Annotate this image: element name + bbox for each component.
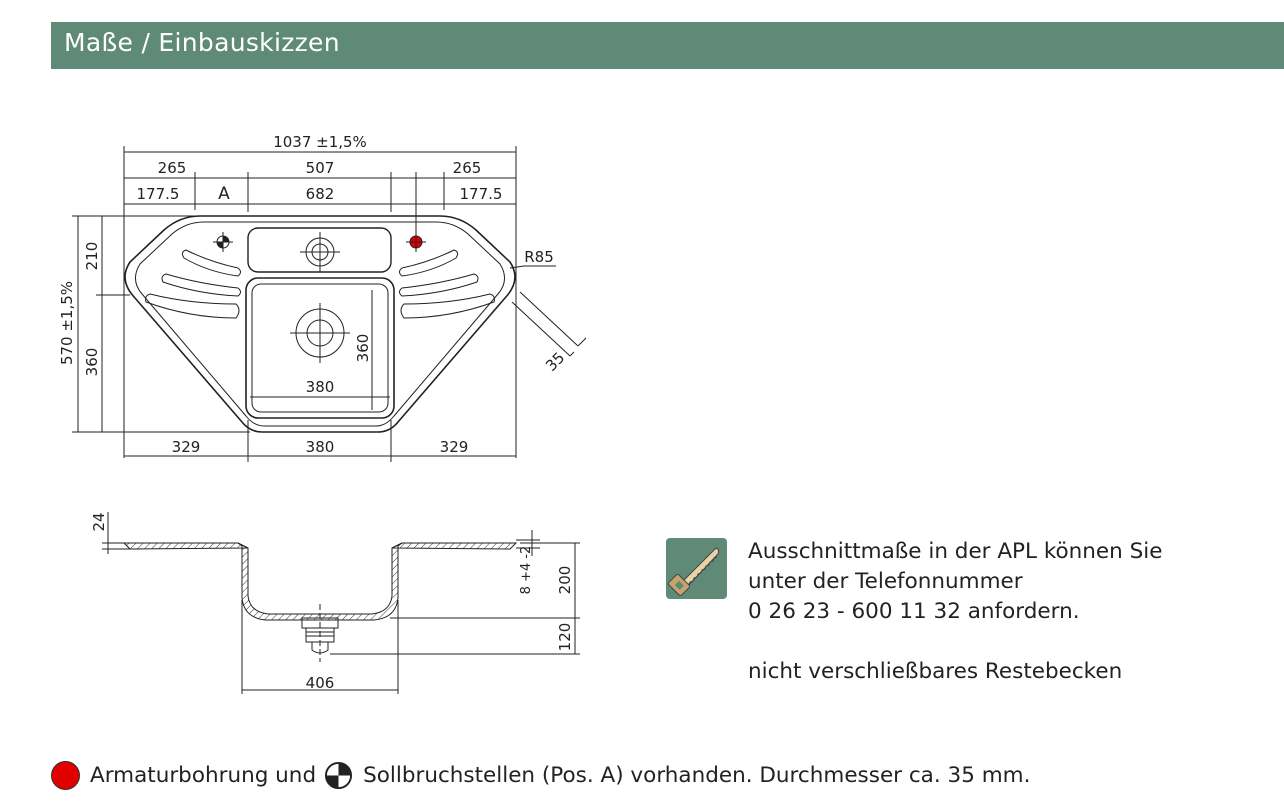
edge-label: 35: [542, 349, 568, 375]
note-line-2: unter der Telefonnummer: [748, 569, 1023, 594]
bottom-middle-label: 380: [306, 438, 335, 456]
depth-lower-label: 360: [83, 348, 101, 377]
bowl-height-label: 200: [556, 566, 574, 595]
section-header: Maße / Einbauskizzen: [51, 22, 1284, 69]
inner-middle-label: 682: [306, 185, 335, 203]
cutout-note: Ausschnittmaße in der APL können Sie unt…: [748, 537, 1162, 687]
position-a-label: A: [218, 184, 230, 204]
top-view: [72, 146, 587, 462]
legend: Armaturbohrung und Sollbruchstellen (Pos…: [51, 757, 1030, 793]
tap-hole-icon: [406, 232, 426, 252]
drain-height-label: 120: [556, 623, 574, 652]
phone-number: 0 26 23 - 600 11 32 anfordern.: [748, 599, 1080, 624]
inner-left-label: 177.5: [137, 185, 180, 203]
knockout-icon: [213, 232, 233, 252]
inner-right-label: 177.5: [460, 185, 503, 203]
bowl-depth-label: 360: [354, 334, 372, 363]
bottom-right-label: 329: [440, 438, 469, 456]
top-left-label: 265: [158, 159, 187, 177]
rest-bowl-note: nicht verschließbares Restebecken: [748, 659, 1123, 684]
bowl-width-label: 380: [306, 378, 335, 396]
rim-height-label: 24: [90, 512, 108, 531]
legend-text-2: Sollbruchstellen (Pos. A) vorhanden. Dur…: [363, 762, 1031, 788]
section-view: [102, 512, 580, 694]
radius-label: R85: [524, 248, 554, 266]
saw-icon: [666, 538, 727, 599]
tap-hole-legend-icon: [51, 760, 80, 790]
depth-upper-label: 210: [83, 242, 101, 271]
note-line-1: Ausschnittmaße in der APL können Sie: [748, 539, 1163, 564]
bowl-bottom-width-label: 406: [306, 674, 335, 692]
overall-width-label: 1037 ±1,5%: [273, 133, 367, 151]
top-middle-label: 507: [306, 159, 335, 177]
overall-depth-label: 570 ±1,5%: [58, 281, 76, 365]
section-title: Maße / Einbauskizzen: [64, 28, 340, 57]
knockout-legend-icon: [325, 761, 353, 789]
legend-text-1: Armaturbohrung und: [90, 762, 317, 788]
top-right-label: 265: [453, 159, 482, 177]
rim-offset-label: 8 +4 -2: [519, 546, 534, 595]
bottom-left-label: 329: [172, 438, 201, 456]
